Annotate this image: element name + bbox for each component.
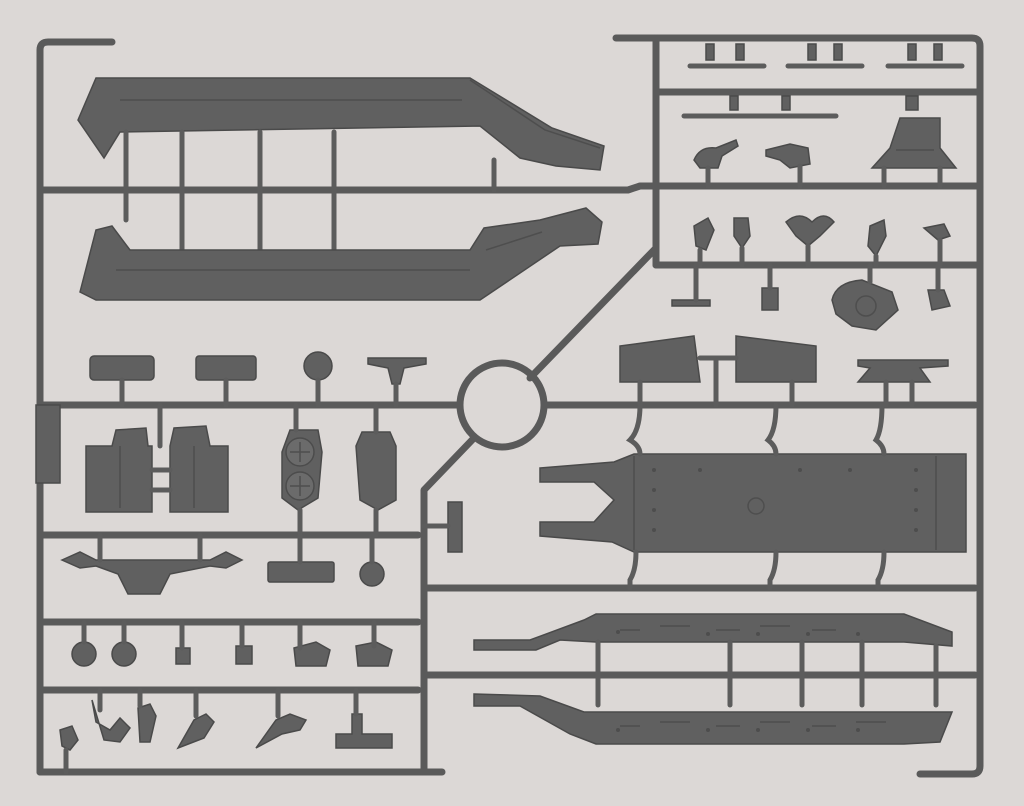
- hull-floor-plate: [539, 402, 967, 591]
- hatch-plate: [355, 402, 397, 538]
- axle-assembly: [60, 532, 385, 595]
- linkage-parts: [671, 215, 952, 331]
- plate-rivets: [652, 468, 918, 532]
- small-hinge-part: [421, 501, 463, 553]
- track-run-lower: [473, 693, 954, 745]
- road-wheel-frame: [281, 402, 323, 538]
- lever-parts-row: [59, 687, 393, 775]
- runner-frame: [35, 34, 984, 778]
- hull-side-lower: [79, 207, 603, 301]
- hull-side-upper: [77, 77, 605, 171]
- gates-top-hull: [123, 129, 497, 253]
- track-run-upper: [473, 613, 953, 651]
- track-gates: [595, 639, 939, 708]
- small-tool-parts: [693, 117, 958, 189]
- middle-row-parts: [89, 335, 949, 408]
- small-rods-row: [681, 43, 965, 119]
- engine-block-parts: [85, 402, 229, 513]
- knob-parts-row: [71, 619, 393, 667]
